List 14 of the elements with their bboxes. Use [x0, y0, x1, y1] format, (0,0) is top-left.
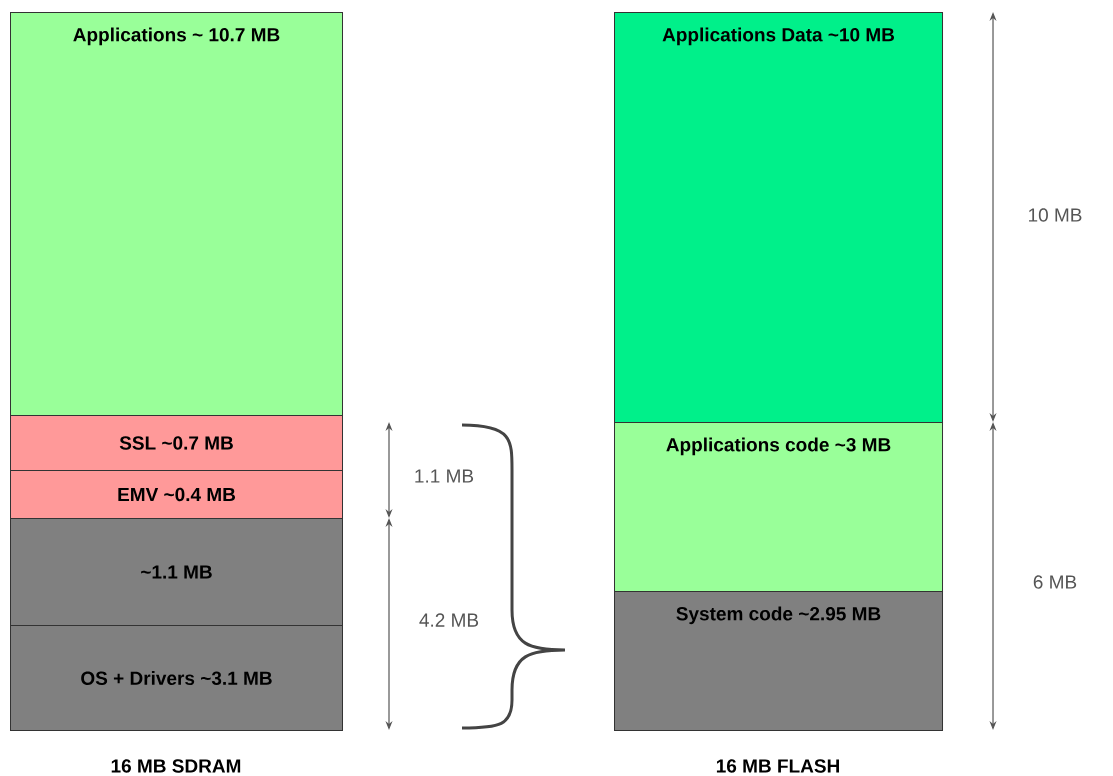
memory-block: Applications code ~3 MB [614, 422, 943, 592]
dimension-label: 4.2 MB [417, 612, 481, 628]
memory-block: EMV ~0.4 MB [10, 470, 343, 519]
memory-block: Applications ~ 10.7 MB [10, 12, 343, 416]
memory-block: OS + Drivers ~3.1 MB [10, 625, 343, 731]
dimension-label: 6 MB [1031, 574, 1079, 590]
memory-caption: 16 MB SDRAM [111, 759, 241, 773]
memory-caption: 16 MB FLASH [716, 759, 839, 773]
memory-block: SSL ~0.7 MB [10, 415, 343, 471]
memory-block: System code ~2.95 MB [614, 591, 943, 731]
memory-block: Applications Data ~10 MB [614, 12, 943, 423]
memory-block: ~1.1 MB [10, 518, 343, 626]
dimension-label: 10 MB [1026, 207, 1084, 223]
dimension-label: 1.1 MB [412, 468, 476, 484]
